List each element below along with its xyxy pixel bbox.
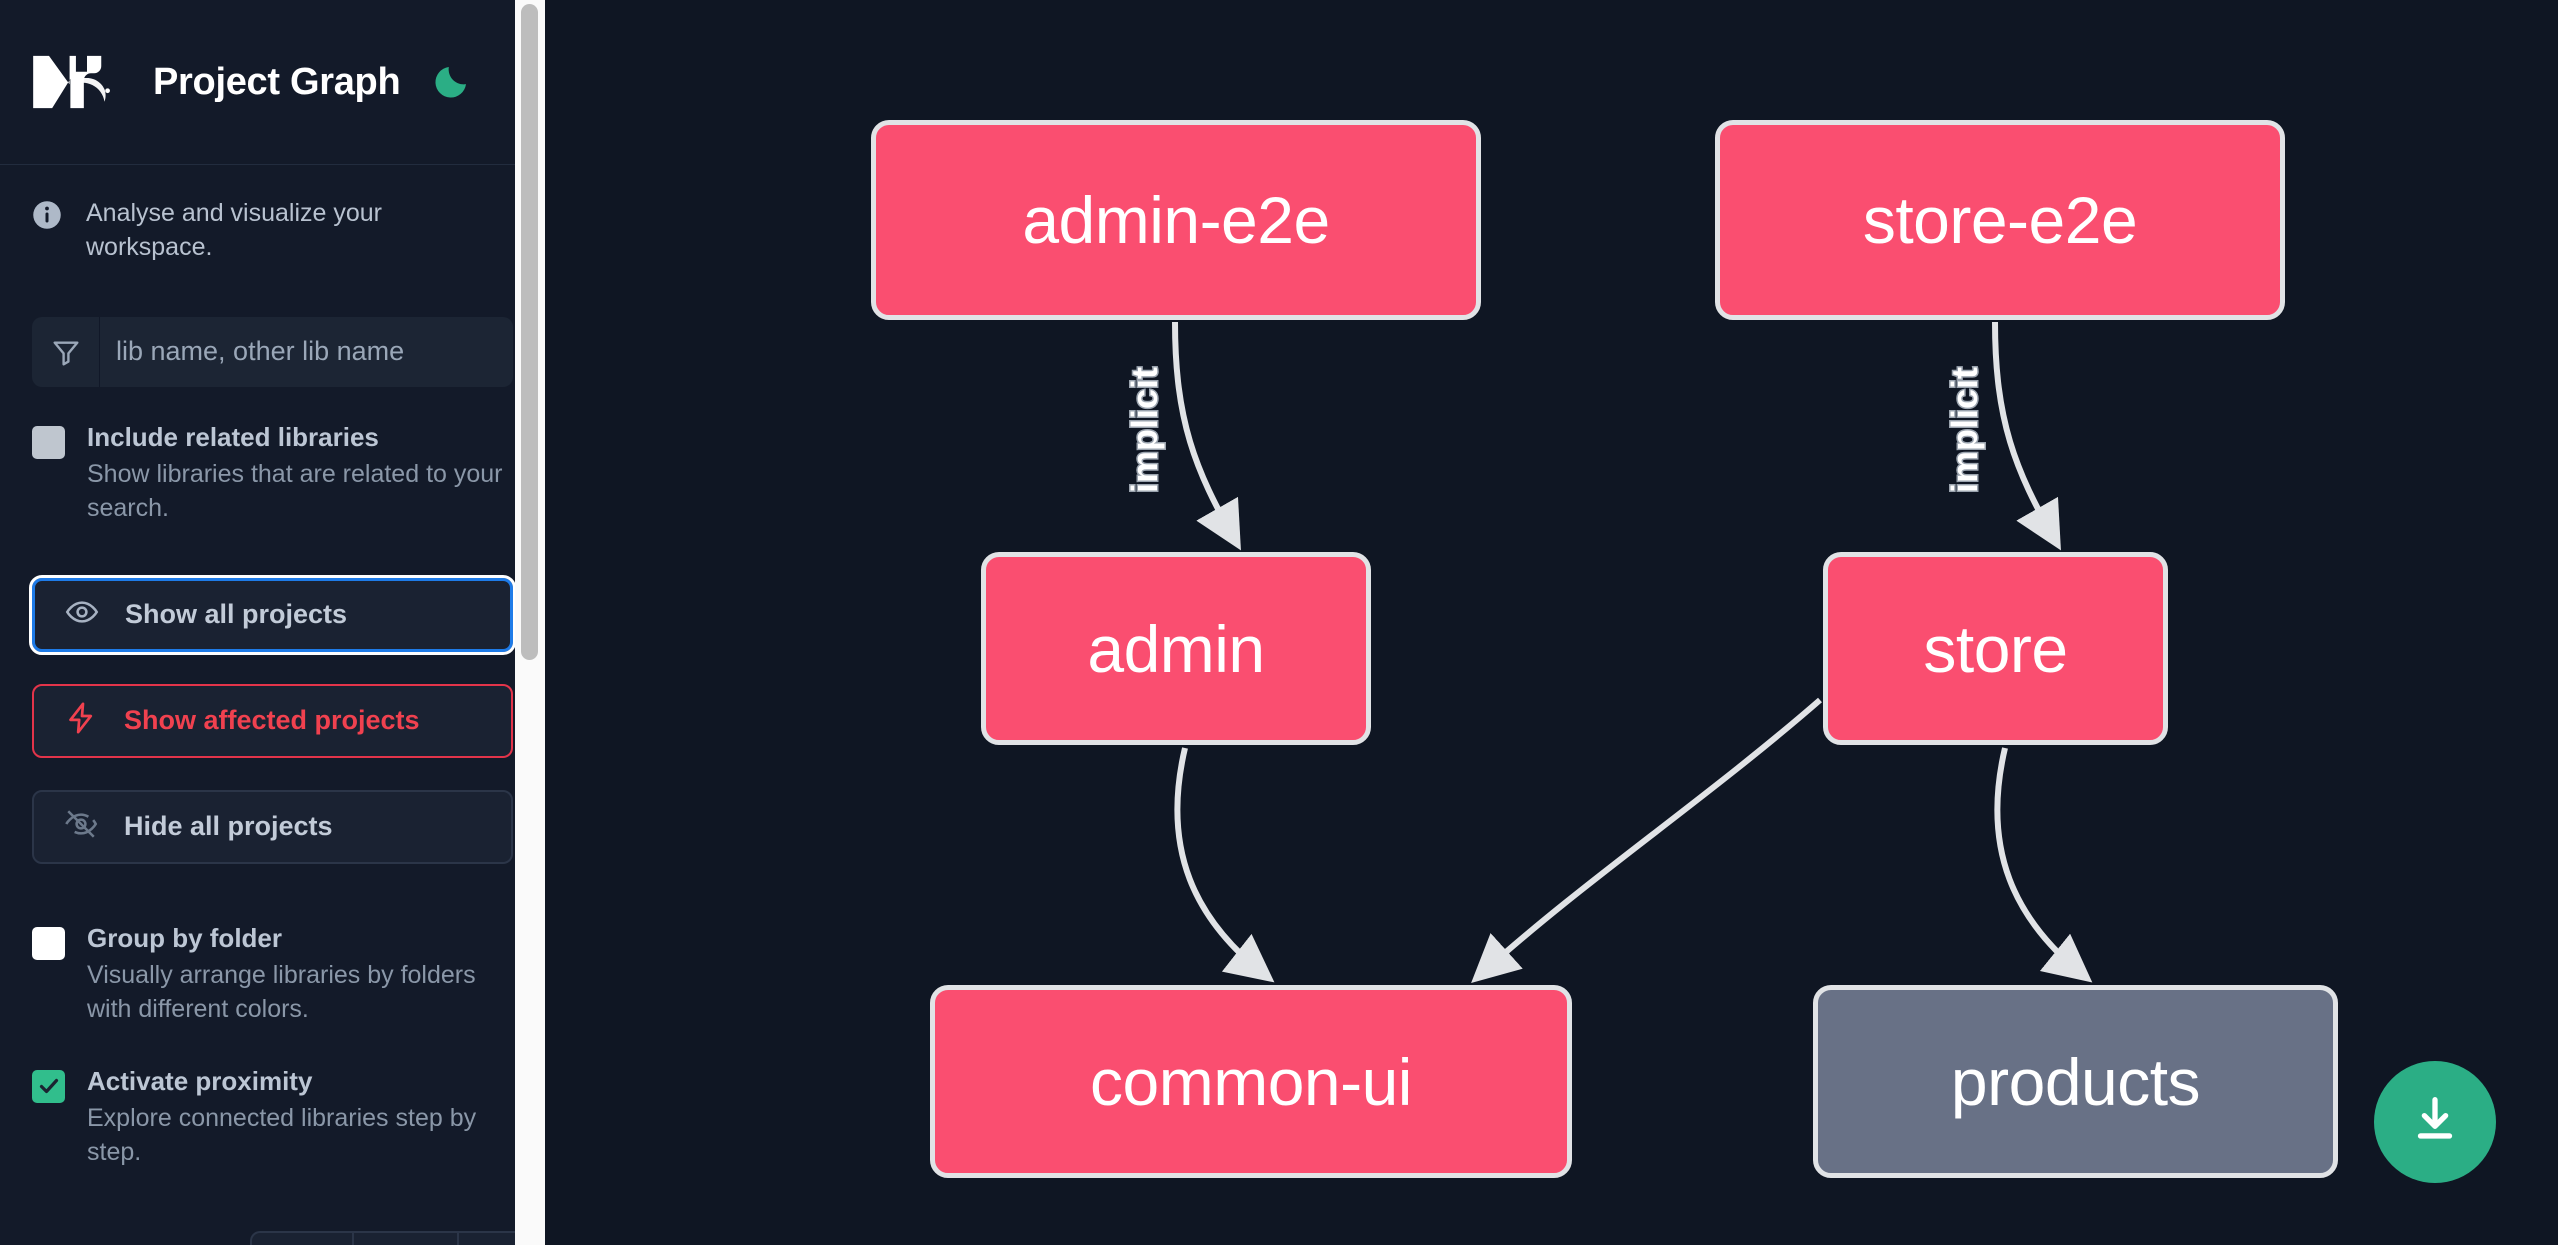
checkbox-description: Visually arrange libraries by folders wi…	[87, 961, 476, 1023]
download-icon	[2406, 1091, 2464, 1154]
workspace-info-text: Analyse and visualize your workspace.	[86, 199, 382, 261]
checkbox-description: Show libraries that are related to your …	[87, 460, 503, 522]
checkbox-label: Activate proximity	[87, 1065, 313, 1096]
checkbox-box[interactable]	[32, 926, 65, 960]
graph-node-common-ui[interactable]: common-ui	[930, 985, 1572, 1178]
sidebar-header: Project Graph	[0, 0, 545, 165]
sidebar: Project Graph Analyse and visualize your…	[0, 0, 545, 1245]
graph-edges: implicit implicit	[1123, 321, 2093, 984]
edge-admin-e2e-admin	[1172, 321, 1241, 551]
moon-icon[interactable]	[428, 59, 474, 105]
project-action-buttons: Show all projects Show affected projects	[0, 574, 545, 864]
node-label: admin	[1087, 611, 1265, 686]
download-graph-button[interactable]	[2374, 1061, 2496, 1183]
checkbox-include-related-libraries[interactable]: Include related libraries Show libraries…	[0, 421, 545, 526]
button-label: Show affected projects	[124, 705, 420, 735]
checkbox-label: Group by folder	[87, 922, 282, 953]
checkbox-box[interactable]	[32, 1069, 65, 1103]
node-label: products	[1950, 1044, 2201, 1119]
sidebar-scrollbar-track[interactable]	[515, 0, 545, 1245]
node-label: common-ui	[1090, 1044, 1412, 1119]
sidebar-scrollbar-thumb[interactable]	[521, 4, 538, 660]
graph-node-products[interactable]: products	[1813, 985, 2338, 1178]
node-label: store-e2e	[1862, 183, 2138, 257]
checkbox-box[interactable]	[32, 425, 65, 459]
eye-icon	[65, 595, 99, 634]
eye-off-icon	[64, 807, 98, 846]
edge-label-implicit-store: implicit	[1943, 365, 1987, 494]
node-label: store	[1923, 611, 2068, 686]
lightning-icon	[64, 701, 98, 740]
checkbox-group-by-folder[interactable]: Group by folder Visually arrange librari…	[0, 922, 545, 1027]
search-field[interactable]	[32, 316, 513, 387]
edge-admin-common-ui	[1174, 747, 1275, 983]
edge-store-products	[1994, 747, 2093, 983]
button-label: Hide all projects	[124, 811, 333, 841]
hide-all-projects-button[interactable]: Hide all projects	[32, 789, 513, 864]
button-label: Show all projects	[125, 599, 348, 629]
segmented-control-group[interactable]	[250, 1231, 545, 1245]
workspace-info: Analyse and visualize your workspace.	[0, 165, 545, 265]
graph-node-store[interactable]: store	[1823, 552, 2168, 745]
edge-store-common-ui	[1471, 697, 1822, 984]
graph-node-admin-e2e[interactable]: admin-e2e	[871, 120, 1481, 320]
page-title: Project Graph	[153, 60, 401, 103]
edge-label-implicit-admin: implicit	[1123, 365, 1167, 494]
nx-logo-icon	[30, 51, 125, 113]
checkbox-label: Include related libraries	[87, 421, 379, 452]
show-affected-projects-button[interactable]: Show affected projects	[32, 683, 513, 758]
svg-text:implicit: implicit	[1124, 367, 1165, 493]
checkbox-activate-proximity[interactable]: Activate proximity Explore connected lib…	[0, 1065, 545, 1170]
graph-node-admin[interactable]: admin	[981, 552, 1371, 745]
node-label: admin-e2e	[1022, 183, 1330, 257]
graph-node-store-e2e[interactable]: store-e2e	[1715, 120, 2285, 320]
info-icon	[32, 200, 62, 235]
edge-store-e2e-store	[1992, 321, 2061, 551]
project-graph-canvas[interactable]: implicit implicit admin-e2e store-e2e ad…	[575, 0, 2558, 1245]
filter-icon	[32, 316, 100, 387]
svg-text:implicit: implicit	[1944, 367, 1985, 493]
search-input[interactable]	[100, 316, 513, 387]
checkbox-description: Explore connected libraries step by step…	[87, 1104, 477, 1166]
show-all-projects-button[interactable]: Show all projects	[29, 574, 516, 655]
